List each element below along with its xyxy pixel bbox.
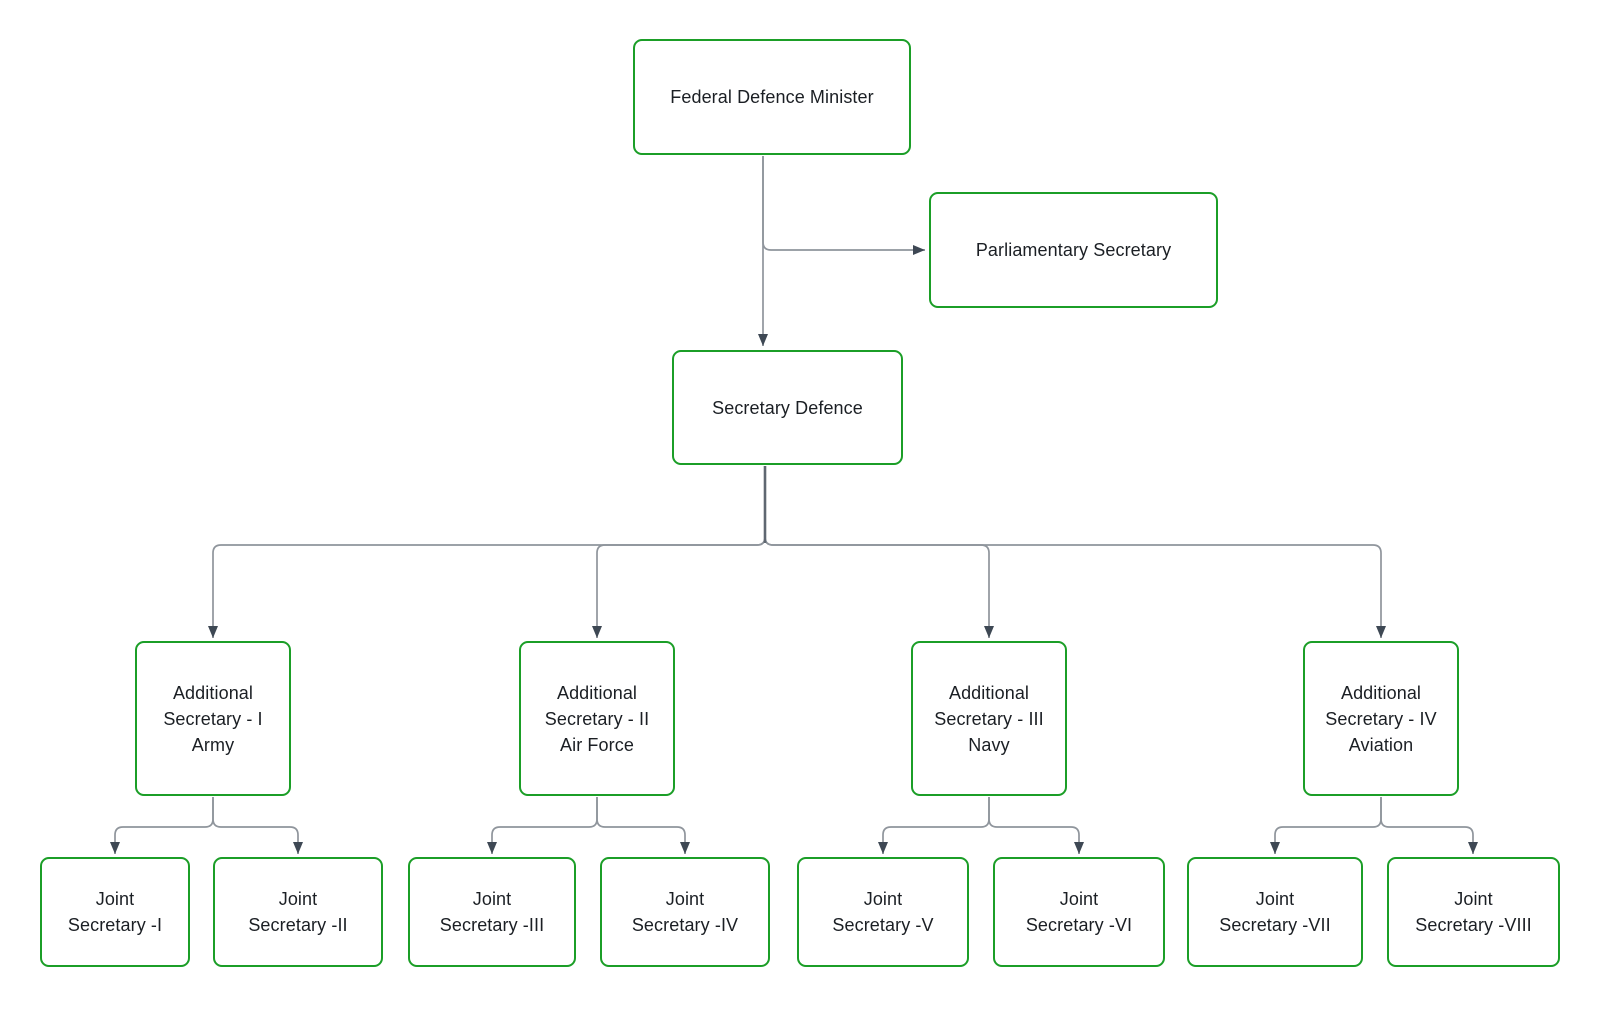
connector-as4-to-js8: [1380, 797, 1478, 854]
node-joint-secretary-8: Joint Secretary -VIII: [1387, 857, 1560, 967]
connector-as3-to-js5: [878, 797, 990, 854]
node-additional-secretary-1-label: Additional Secretary - I Army: [163, 682, 263, 755]
connector-as2-to-js3: [487, 797, 598, 854]
connector-as2-to-js4: [596, 797, 690, 854]
connector-sd-to-as4: [764, 466, 1386, 638]
node-joint-secretary-2: Joint Secretary -II: [213, 857, 383, 967]
node-joint-secretary-1: Joint Secretary -I: [40, 857, 190, 967]
node-joint-secretary-3-label: Joint Secretary -III: [439, 889, 545, 935]
connector-sd-to-as2: [592, 466, 766, 638]
connector-sd-to-as1: [208, 466, 766, 638]
node-joint-secretary-8-label: Joint Secretary -VIII: [1415, 889, 1532, 935]
node-joint-secretary-2-label: Joint Secretary -II: [248, 889, 348, 935]
connector-as1-to-js1: [110, 797, 214, 854]
node-additional-secretary-3: Additional Secretary - III Navy: [911, 641, 1067, 796]
node-joint-secretary-5-label: Joint Secretary -V: [832, 889, 934, 935]
node-joint-secretary-5: Joint Secretary -V: [797, 857, 969, 967]
node-joint-secretary-7-label: Joint Secretary -VII: [1219, 889, 1331, 935]
node-secretary-defence-label: Secretary Defence: [712, 397, 863, 418]
node-federal-defence-minister-label: Federal Defence Minister: [670, 87, 874, 107]
node-additional-secretary-4-label: Additional Secretary - IV Aviation: [1325, 682, 1437, 755]
connector-sd-to-as3: [764, 466, 994, 638]
node-additional-secretary-2-label: Additional Secretary - II Air Force: [544, 682, 650, 755]
node-joint-secretary-6: Joint Secretary -VI: [993, 857, 1165, 967]
node-joint-secretary-3: Joint Secretary -III: [408, 857, 576, 967]
connector-as3-to-js6: [988, 797, 1084, 854]
node-additional-secretary-4: Additional Secretary - IV Aviation: [1303, 641, 1459, 796]
node-secretary-defence: Secretary Defence: [672, 350, 903, 465]
connector-fdm-to-ps: [762, 156, 925, 255]
node-parliamentary-secretary-label: Parliamentary Secretary: [975, 240, 1172, 260]
node-joint-secretary-4-label: Joint Secretary -IV: [631, 889, 739, 935]
node-additional-secretary-2: Additional Secretary - II Air Force: [519, 641, 675, 796]
node-joint-secretary-4: Joint Secretary -IV: [600, 857, 770, 967]
node-federal-defence-minister: Federal Defence Minister: [633, 39, 911, 155]
connector-as1-to-js2: [212, 797, 303, 854]
node-additional-secretary-3-label: Additional Secretary - III Navy: [934, 682, 1044, 755]
connector-as4-to-js7: [1270, 797, 1382, 854]
node-joint-secretary-6-label: Joint Secretary -VI: [1025, 889, 1133, 935]
node-joint-secretary-1-label: Joint Secretary -I: [67, 889, 163, 935]
node-additional-secretary-1: Additional Secretary - I Army: [135, 641, 291, 796]
node-parliamentary-secretary: Parliamentary Secretary: [929, 192, 1218, 308]
node-joint-secretary-7: Joint Secretary -VII: [1187, 857, 1363, 967]
